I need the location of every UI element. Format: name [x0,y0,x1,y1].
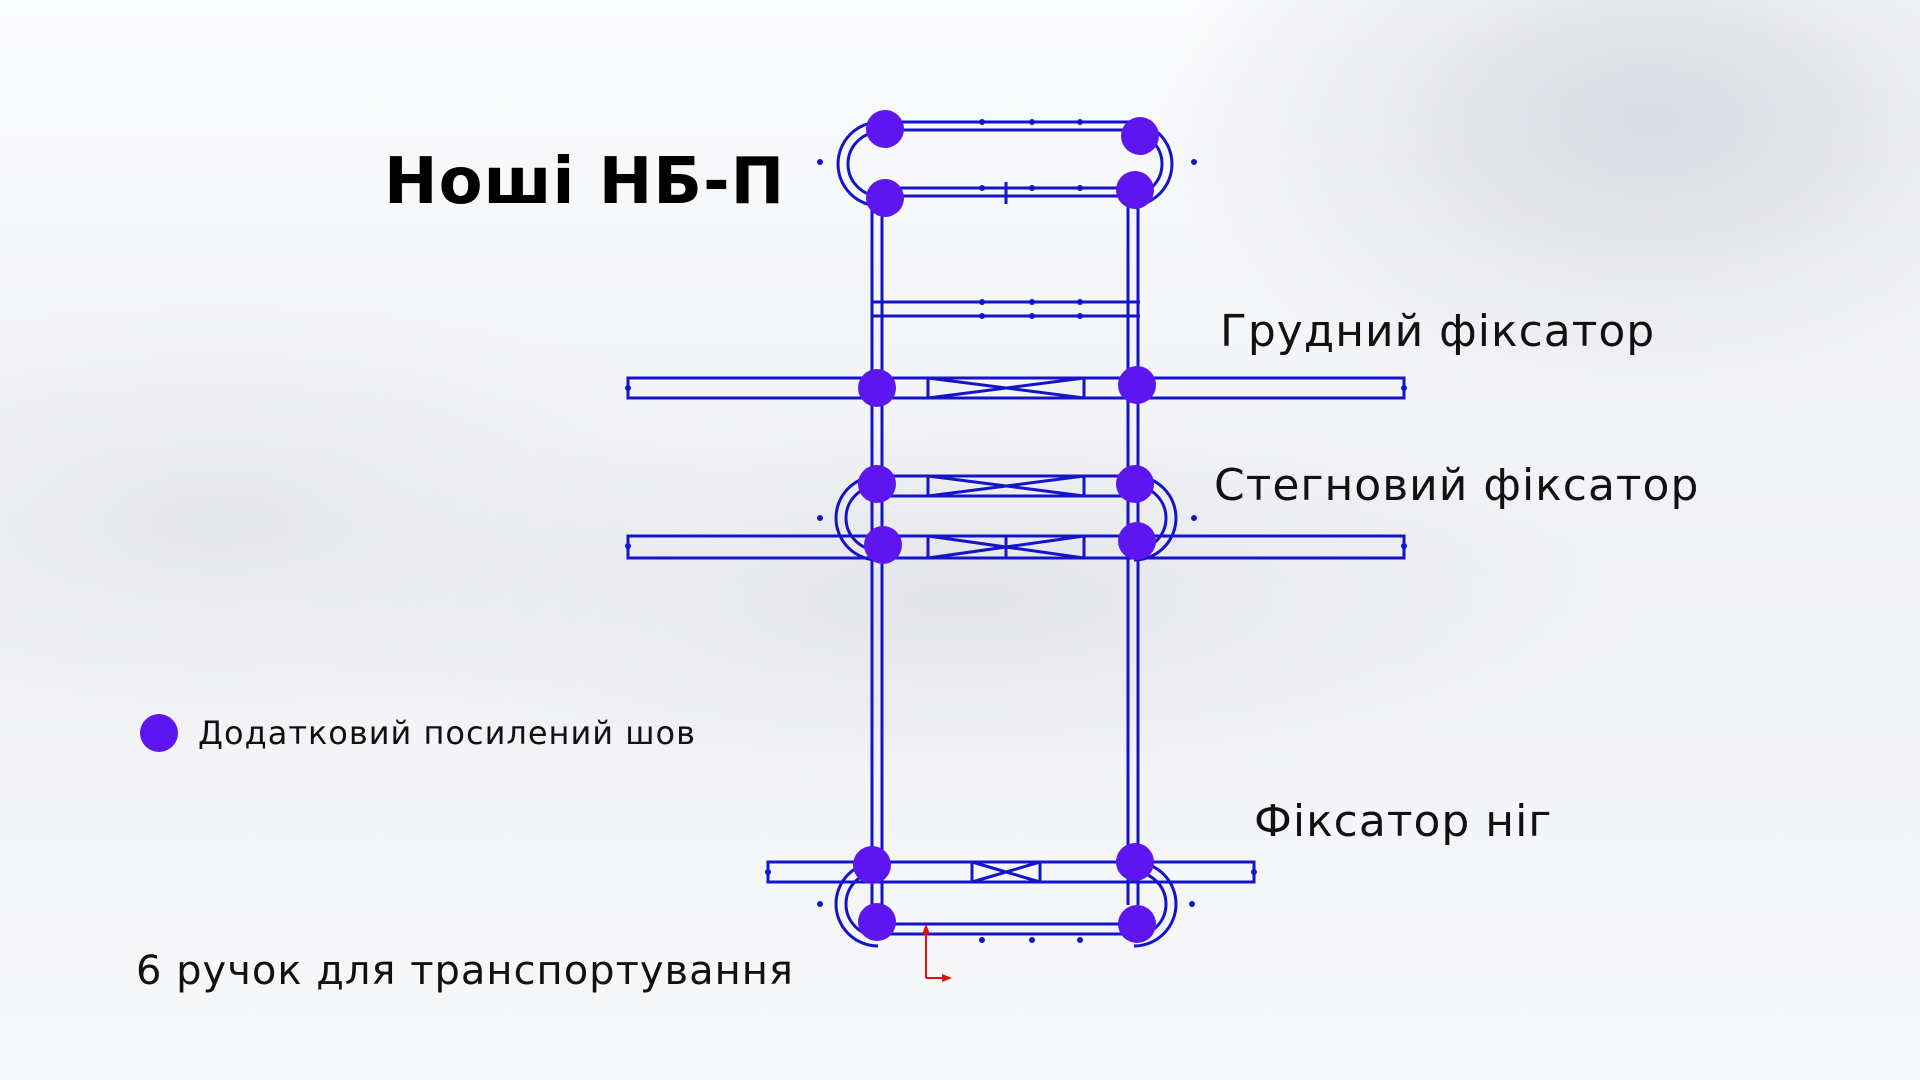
chest-strap [626,376,1406,400]
legend: Додатковий посилений шов [140,714,696,752]
chest-fixator-label: Грудний фіксатор [1220,306,1656,357]
seam-marker [866,179,904,217]
seam-marker [1116,171,1154,209]
reinforced-seam-markers [853,110,1159,943]
seam-marker [1118,366,1156,404]
seam-marker [853,846,891,884]
leg-fixator-label: Фіксатор ніг [1254,796,1553,847]
page-title: Ноші НБ-П [384,145,786,219]
seam-marker [858,903,896,941]
legend-text: Додатковий посилений шов [198,714,696,752]
handles-note: 6 ручок для транспортування [136,948,794,994]
seam-marker [1121,117,1159,155]
seam-marker [864,526,902,564]
seam-marker [1118,522,1156,560]
seam-marker [866,110,904,148]
leg-strap [766,860,1256,948]
seam-marker [1116,843,1154,881]
seam-marker [858,369,896,407]
reinforced-seam-legend-icon [140,714,178,752]
stitch-points [625,119,1407,943]
hip-fixator-label: Стегновий фіксатор [1214,460,1700,511]
seam-marker [1116,465,1154,503]
seam-marker [858,465,896,503]
seam-marker [1118,905,1156,943]
axis-indicator-icon [922,924,952,982]
